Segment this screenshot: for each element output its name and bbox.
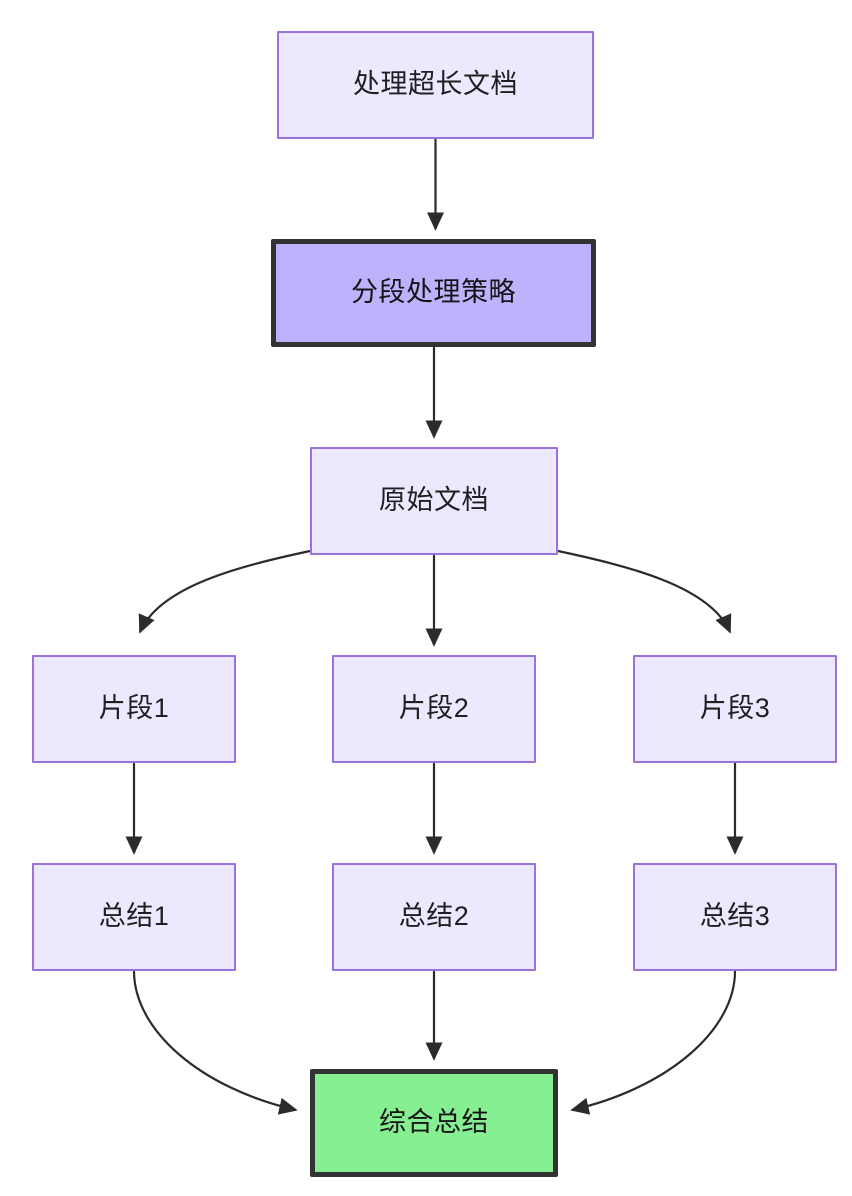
- node-summary-1[interactable]: 总结1: [32, 863, 236, 971]
- node-label: 总结3: [699, 901, 771, 932]
- node-summary-2[interactable]: 总结2: [332, 863, 536, 971]
- node-fragment-3[interactable]: 片段3: [633, 655, 837, 763]
- node-fragment-2[interactable]: 片段2: [332, 655, 536, 763]
- edge-orig-to-frag3: [557, 549, 732, 634]
- node-original-document[interactable]: 原始文档: [310, 447, 558, 555]
- node-process-long-document[interactable]: 处理超长文档: [277, 31, 594, 139]
- node-summary-3[interactable]: 总结3: [633, 863, 837, 971]
- node-label: 综合总结: [379, 1107, 489, 1138]
- node-fragment-1[interactable]: 片段1: [32, 655, 236, 763]
- node-label: 片段2: [398, 693, 470, 724]
- edge-orig-to-frag1: [138, 549, 311, 634]
- node-label: 处理超长文档: [353, 69, 518, 100]
- node-label: 片段3: [699, 693, 771, 724]
- node-label: 总结2: [398, 901, 470, 932]
- edge-sum1-to-final: [132, 970, 298, 1115]
- node-label: 原始文档: [379, 485, 489, 516]
- edge-sum3-to-final: [570, 970, 737, 1115]
- node-label: 片段1: [98, 693, 170, 724]
- node-chunking-strategy[interactable]: 分段处理策略: [271, 239, 596, 347]
- node-comprehensive-summary[interactable]: 综合总结: [310, 1069, 558, 1177]
- node-label: 总结1: [98, 901, 170, 932]
- node-label: 分段处理策略: [351, 277, 516, 308]
